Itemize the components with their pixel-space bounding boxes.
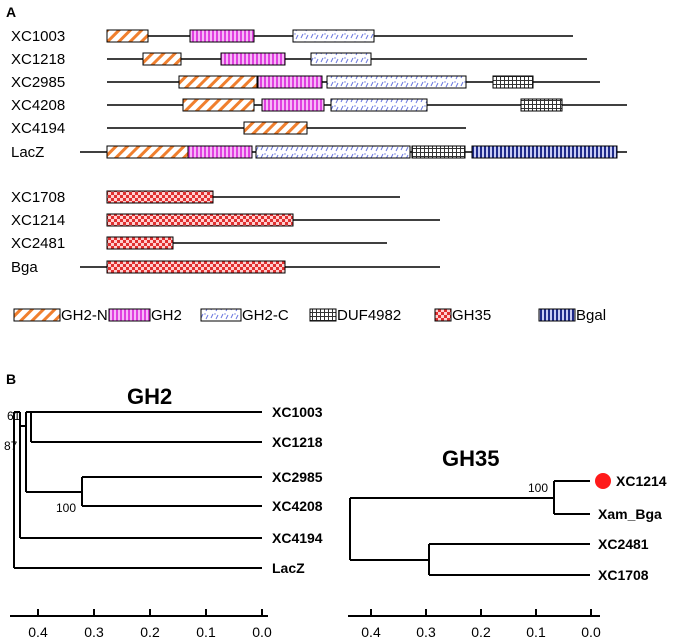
gh2-leaf-xc4194: XC4194 — [272, 530, 323, 546]
legend-swatch-gh2-n — [13, 308, 61, 322]
domain-gh2-lacz — [187, 145, 253, 159]
panel-b-label: B — [6, 371, 16, 387]
gh2-tick-0-4: 0.4 — [28, 624, 48, 640]
legend-swatch-duf4982 — [309, 308, 337, 322]
gh2-bootstrap-87: 87 — [4, 439, 18, 453]
gh2-scale-axis: 0.4 0.3 0.2 0.1 0.0 — [10, 609, 272, 640]
gh2-leaf-xc4208: XC4208 — [272, 498, 323, 514]
gh35-tick-0-0: 0.0 — [581, 624, 601, 640]
protein-label-xc2481: XC2481 — [11, 235, 65, 252]
domain-gh2-xc1218 — [220, 52, 286, 66]
gh2-tick-0-1: 0.1 — [196, 624, 216, 640]
domain-gh2-xc1003 — [189, 29, 255, 43]
gh35-bootstrap-100: 100 — [528, 481, 548, 495]
gh2-leaf-xc1003: XC1003 — [272, 404, 323, 420]
gh2-leaf-xc2985: XC2985 — [272, 469, 323, 485]
gh2-axis-ticks — [37, 609, 263, 616]
gh35-tree-title: GH35 — [442, 446, 499, 471]
gh35-leaf-xc2481: XC2481 — [598, 536, 649, 552]
protein-label-xc1003: XC1003 — [11, 28, 65, 45]
domain-gh2-c-xc1218 — [310, 52, 372, 66]
legend-label-gh2: GH2 — [151, 307, 182, 324]
gh35-leaf-xc1708: XC1708 — [598, 567, 649, 583]
domain-bgal-lacz — [471, 145, 618, 159]
protein-label-bga: Bga — [11, 259, 38, 276]
gh2-tree: GH2 61 87 100 XC1003 XC1218 XC2985 XC420… — [4, 384, 323, 640]
domain-gh2-n-xc4208 — [182, 98, 255, 112]
domain-gh2-xc2985 — [257, 75, 323, 89]
panel-a-label: A — [6, 4, 16, 20]
gh2-tick-0-0: 0.0 — [252, 624, 272, 640]
legend-swatch-gh35 — [434, 308, 452, 322]
gh2-leaf-lacz: LacZ — [272, 560, 305, 576]
protein-label-lacz: LacZ — [11, 144, 44, 161]
gh2-leaf-xc1218: XC1218 — [272, 434, 323, 450]
domain-gh35-xc1214 — [106, 213, 294, 227]
gh35-leaf-xam-bga: Xam_Bga — [598, 506, 662, 522]
domain-gh2-n-lacz — [106, 145, 189, 159]
domain-gh2-n-xc2985 — [178, 75, 258, 89]
protein-label-xc4194: XC4194 — [11, 120, 65, 137]
gh35-tick-0-2: 0.2 — [471, 624, 491, 640]
legend-label-gh35: GH35 — [452, 307, 491, 324]
domain-duf4982-lacz — [411, 145, 466, 159]
xc1214-highlight-marker — [595, 473, 611, 489]
protein-label-xc1218: XC1218 — [11, 51, 65, 68]
gh35-axis-ticks — [370, 609, 592, 616]
gh35-tree: GH35 100 XC1214 Xam_Bga XC2481 XC1708 0.… — [348, 446, 667, 640]
gh2-bootstrap-100: 100 — [56, 501, 76, 515]
domain-duf4982-xc2985 — [492, 75, 534, 89]
legend-swatch-bgal — [538, 308, 576, 322]
domain-gh2-n-xc1218 — [142, 52, 182, 66]
domain-gh35-xc2481 — [106, 236, 174, 250]
gh35-tick-0-1: 0.1 — [526, 624, 546, 640]
domain-gh2-c-xc4208 — [330, 98, 428, 112]
gh2-bootstrap-61: 61 — [7, 409, 21, 423]
protein-label-xc1708: XC1708 — [11, 189, 65, 206]
domain-gh2-c-xc2985 — [326, 75, 467, 89]
protein-label-xc4208: XC4208 — [11, 97, 65, 114]
gh35-leaf-xc1214: XC1214 — [616, 473, 667, 489]
gh2-tree-title: GH2 — [127, 384, 172, 409]
domain-gh2-xc4208 — [261, 98, 325, 112]
legend-label-duf4982: DUF4982 — [337, 307, 401, 324]
legend-label-gh2-n: GH2-N — [61, 307, 108, 324]
protein-label-xc1214: XC1214 — [11, 212, 65, 229]
domain-gh2-n-xc1003 — [106, 29, 149, 43]
gh35-tick-0-4: 0.4 — [361, 624, 381, 640]
legend-label-bgal: Bgal — [576, 307, 606, 324]
gh2-tick-0-3: 0.3 — [84, 624, 104, 640]
gh35-scale-axis: 0.4 0.3 0.2 0.1 0.0 — [348, 609, 601, 640]
domain-gh35-bga — [106, 260, 286, 274]
gh2-tick-0-2: 0.2 — [140, 624, 160, 640]
domain-duf4982-xc4208 — [520, 98, 563, 112]
domain-gh2-n-xc4194 — [243, 121, 308, 135]
protein-label-xc2985: XC2985 — [11, 74, 65, 91]
legend-swatch-gh2 — [108, 308, 151, 322]
domain-gh2-c-xc1003 — [292, 29, 375, 43]
domain-gh35-xc1708 — [106, 190, 214, 204]
gh35-tick-0-3: 0.3 — [416, 624, 436, 640]
domain-gh2-c-lacz — [255, 145, 411, 159]
domain-legend: GH2-N GH2 GH2-C DUF4982 GH35 Bgal — [13, 307, 606, 324]
legend-swatch-gh2-c — [200, 308, 242, 322]
legend-label-gh2-c: GH2-C — [242, 307, 289, 324]
